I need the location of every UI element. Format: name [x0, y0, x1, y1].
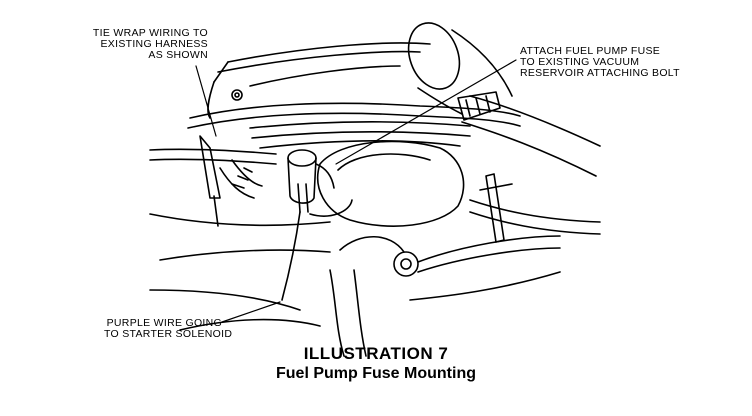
heater-hose — [329, 235, 561, 357]
air-intake-duct — [407, 22, 601, 177]
bracket-and-cables — [469, 173, 601, 243]
wiring-harness — [149, 135, 277, 227]
purple-wire-callout: PURPLE WIRE GOING TO STARTER SOLENOID — [104, 317, 233, 340]
fuel-pump-fuse-holder — [287, 149, 335, 213]
caption-title: Fuel Pump Fuse Mounting — [276, 365, 476, 382]
callout-leaders — [195, 59, 517, 323]
fuse-callout-line-3: RESERVOIR ATTACHING BOLT — [520, 67, 680, 79]
radiator-shroud — [207, 42, 431, 119]
radiator-hoses — [187, 102, 521, 149]
tie-wrap-callout-line-3: AS SHOWN — [148, 49, 208, 61]
tie-wrap-callout: TIE WRAP WIRING TO EXISTING HARNESS AS S… — [88, 28, 208, 61]
fuse-callout-line-1: ATTACH FUEL PUMP FUSE — [520, 45, 661, 57]
vacuum-reservoir — [316, 140, 465, 227]
tie-wrap-callout-line-1: TIE WRAP WIRING TO — [92, 27, 208, 39]
caption-number: ILLUSTRATION 7 — [303, 344, 449, 363]
figure-caption: ILLUSTRATION 7 Fuel Pump Fuse Mounting — [0, 344, 752, 384]
fuse-callout: ATTACH FUEL PUMP FUSE TO EXISTING VACUUM… — [520, 46, 680, 79]
purple-wire — [149, 199, 353, 301]
lower-body-outline — [149, 249, 561, 331]
purple-wire-callout-line-1: PURPLE WIRE GOING — [106, 317, 222, 329]
tie-wrap-callout-line-2: EXISTING HARNESS — [100, 38, 208, 50]
fuse-callout-line-2: TO EXISTING VACUUM — [520, 56, 640, 68]
purple-wire-callout-line-2: TO STARTER SOLENOID — [104, 328, 233, 340]
